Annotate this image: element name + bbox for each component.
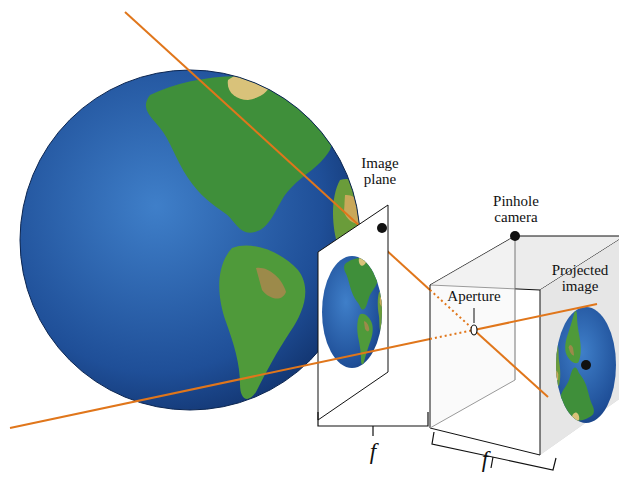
aperture-label: Aperture xyxy=(434,288,514,304)
projected-image-label: Projected image xyxy=(546,262,614,294)
image-plane-label: Image plane xyxy=(345,155,415,187)
focal-length-label: f xyxy=(470,448,500,472)
focal-length-label: f xyxy=(358,440,388,464)
camera-label: Pinhole camera xyxy=(480,193,552,225)
